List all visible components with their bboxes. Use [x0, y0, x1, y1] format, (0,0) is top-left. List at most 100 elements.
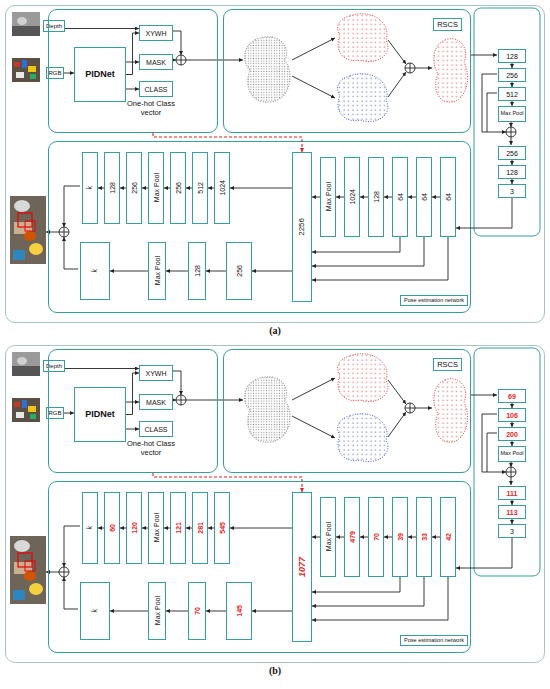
process-box: 3	[498, 184, 526, 198]
layer-label: 128	[194, 265, 201, 277]
layer-box: k	[82, 492, 98, 564]
module-container: Pose estimation networkk60120Max Pool121…	[48, 481, 471, 653]
connector-arrow	[512, 179, 513, 184]
layer-label: Max Pool	[154, 596, 161, 625]
layer-label: 3	[510, 188, 514, 195]
connector-arrow	[142, 528, 148, 529]
layer-label: PIDNet	[85, 410, 115, 419]
connector-arrow	[65, 368, 139, 369]
connector-arrow	[126, 402, 139, 403]
connector-arrow	[186, 188, 192, 189]
layer-box: 70	[368, 497, 384, 577]
layer-label: 256	[175, 182, 182, 194]
layer-box: 120	[126, 492, 142, 564]
layer-label: 256	[236, 265, 243, 277]
panel-label: (a)	[6, 325, 544, 336]
module-container: One-hot Class vectorPIDNetXYWHMASKCLASS	[48, 9, 218, 133]
process-box: MASK	[139, 394, 173, 410]
layer-box: 70	[188, 582, 206, 640]
layer-label: 128	[506, 53, 518, 60]
panel-artwork	[10, 348, 540, 609]
layer-label: MASK	[146, 399, 166, 406]
process-box: 512	[498, 87, 526, 101]
module-container: RSCS	[223, 9, 471, 133]
connector-arrow	[126, 62, 139, 63]
figure-panel: (b)DepthRGBOne-hot Class vectorPIDNetXYW…	[5, 345, 545, 663]
layer-label: 64	[397, 193, 404, 201]
layer-box: k	[80, 242, 110, 300]
connector-arrow	[512, 500, 513, 505]
layer-label: Max Pool	[154, 256, 161, 285]
layer-box: Max Pool	[148, 242, 166, 300]
connector-arrow	[512, 519, 513, 524]
panel-label: (b)	[6, 665, 544, 676]
connector-arrow	[126, 429, 139, 430]
connector-arrow	[186, 528, 192, 529]
panel-artwork	[10, 8, 540, 269]
connector-arrow	[142, 188, 148, 189]
layer-label: XYWH	[146, 370, 167, 377]
layer-label: 70	[373, 533, 380, 541]
layer-label: 42	[445, 533, 452, 541]
layer-label: 256	[506, 150, 518, 157]
connector-arrow	[512, 160, 513, 165]
connector-arrow	[312, 197, 320, 198]
connector-arrow	[384, 537, 392, 538]
layer-box: Max Pool	[148, 152, 164, 224]
module-tag: RSCS	[433, 358, 462, 371]
layer-box: Max Pool	[320, 157, 336, 237]
layer-label: 145	[236, 605, 243, 617]
connector-arrow	[360, 197, 368, 198]
layer-label: 128	[506, 169, 518, 176]
connector-arrow	[64, 73, 74, 74]
layer-label: 256	[131, 182, 138, 194]
layer-label: Max Pool	[153, 513, 160, 542]
connector-arrow	[126, 89, 139, 90]
connector-arrow	[408, 537, 416, 538]
layer-label: Max Pool	[153, 173, 160, 202]
layer-box: 39	[392, 497, 408, 577]
connector-arrow	[252, 611, 292, 612]
process-box: 3	[498, 524, 526, 538]
connector-arrow	[208, 188, 214, 189]
layer-label: 1024	[349, 189, 356, 205]
connector-arrow	[230, 528, 292, 529]
process-box: XYWH	[139, 25, 173, 41]
connector-arrow	[432, 197, 440, 198]
layer-box: 128	[368, 157, 384, 237]
layer-box: 42	[440, 497, 456, 577]
layer-box: 479	[344, 497, 360, 577]
process-box: 256	[498, 68, 526, 82]
connector-arrow	[126, 33, 139, 75]
connector-arrow	[110, 611, 148, 612]
connector-arrow	[206, 271, 226, 272]
connector-arrow	[312, 237, 424, 266]
connector-arrow	[336, 537, 344, 538]
layer-label: 69	[508, 393, 516, 400]
module-tag: Pose estimation network	[400, 635, 468, 646]
connector-arrow	[120, 188, 126, 189]
layer-label: CLASS	[145, 426, 168, 433]
input-label: Depth	[43, 20, 65, 32]
connector-arrow	[312, 577, 448, 620]
layer-box: 512	[192, 152, 208, 224]
process-box: 106	[498, 408, 526, 422]
connector-arrow	[360, 537, 368, 538]
connector-arrow	[336, 197, 344, 198]
layer-label: k	[86, 526, 94, 530]
process-box: 200	[498, 427, 526, 441]
process-box: MASK	[139, 54, 173, 70]
layer-label: k	[91, 609, 99, 613]
connector-arrow	[432, 537, 440, 538]
layer-box: 1077	[292, 492, 312, 642]
layer-box: 121	[170, 492, 186, 564]
layer-label: 111	[507, 490, 518, 497]
process-box: 113	[498, 505, 526, 519]
layer-box: 64	[416, 157, 432, 237]
layer-label: Max Pool	[325, 522, 332, 551]
layer-box: 128	[188, 242, 206, 300]
dashed-connector	[153, 133, 302, 152]
dashed-connector	[153, 473, 302, 492]
layer-label: 512	[197, 182, 204, 194]
layer-box: Max Pool	[320, 497, 336, 577]
